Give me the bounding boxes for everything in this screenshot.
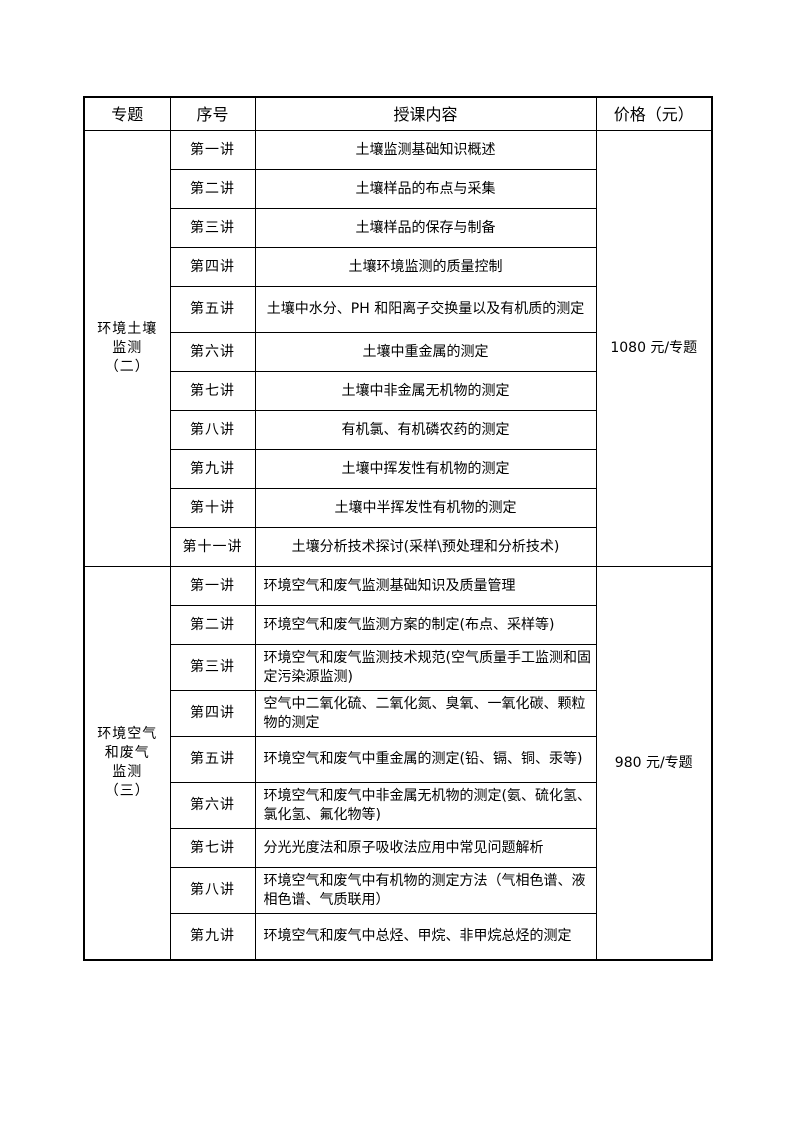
- price-cell: 1080 元/专题: [595, 130, 713, 567]
- lecture-content: 空气中二氧化硫、二氧化氮、臭氧、一氧化碳、颗粒物的测定: [254, 690, 597, 737]
- table-row: 第四讲 土壤环境监测的质量控制: [84, 247, 712, 287]
- table-header-row: 专题 序号 授课内容 价格（元）: [83, 96, 713, 131]
- lecture-number: 第四讲: [169, 690, 256, 737]
- lecture-number: 第八讲: [169, 410, 256, 450]
- lecture-content: 土壤监测基础知识概述: [254, 130, 597, 170]
- lecture-number: 第二讲: [169, 605, 256, 645]
- table-row: 第五讲 环境空气和废气中重金属的测定(铅、镉、铜、汞等): [84, 736, 712, 783]
- lecture-number: 第一讲: [169, 130, 256, 170]
- lecture-content: 环境空气和废气中有机物的测定方法（气相色谱、液相色谱、气质联用）: [254, 867, 597, 914]
- lecture-number: 第二讲: [169, 169, 256, 209]
- lecture-content: 环境空气和废气中非金属无机物的测定(氨、硫化氢、氯化氢、氟化物等): [254, 782, 597, 829]
- table-row: 第九讲 环境空气和废气中总烃、甲烷、非甲烷总烃的测定: [84, 913, 712, 961]
- course-table: 专题 序号 授课内容 价格（元） 环境土壤 监测 （二） 第一讲 土壤监测基础知…: [83, 96, 713, 961]
- table-row: 第五讲 土壤中水分、PH 和阳离子交换量以及有机质的测定: [84, 286, 712, 333]
- lecture-number: 第一讲: [169, 566, 256, 606]
- lecture-content: 土壤中水分、PH 和阳离子交换量以及有机质的测定: [254, 286, 597, 333]
- table-row: 环境土壤 监测 （二） 第一讲 土壤监测基础知识概述 1080 元/专题: [83, 130, 713, 567]
- price-cell: 980 元/专题: [595, 566, 713, 961]
- lecture-number: 第九讲: [169, 913, 256, 961]
- table-row: 第十一讲 土壤分析技术探讨(采样\预处理和分析技术): [84, 527, 712, 567]
- topic-cell: 环境土壤 监测 （二）: [83, 130, 171, 567]
- lecture-number: 第三讲: [169, 644, 256, 691]
- table-row: 第八讲 有机氯、有机磷农药的测定: [84, 410, 712, 450]
- lecture-number: 第七讲: [169, 371, 256, 411]
- header-price: 价格（元）: [595, 96, 713, 131]
- lecture-number: 第十一讲: [169, 527, 256, 567]
- table-row: 第七讲 分光光度法和原子吸收法应用中常见问题解析: [84, 828, 712, 868]
- table-row: 环境空气 和废气 监测 （三） 第一讲 环境空气和废气监测基础知识及质量管理 9…: [83, 566, 713, 961]
- lecture-number: 第九讲: [169, 449, 256, 489]
- header-content: 授课内容: [254, 96, 597, 131]
- lecture-content: 土壤中挥发性有机物的测定: [254, 449, 597, 489]
- lecture-number: 第六讲: [169, 332, 256, 372]
- lecture-number: 第四讲: [169, 247, 256, 287]
- lecture-content: 土壤分析技术探讨(采样\预处理和分析技术): [254, 527, 597, 567]
- table-row: 第二讲 环境空气和废气监测方案的制定(布点、采样等): [84, 605, 712, 645]
- lecture-number: 第三讲: [169, 208, 256, 248]
- lecture-number: 第七讲: [169, 828, 256, 868]
- table-row: 第六讲 土壤中重金属的测定: [84, 332, 712, 372]
- lecture-number: 第八讲: [169, 867, 256, 914]
- lecture-content: 土壤环境监测的质量控制: [254, 247, 597, 287]
- lecture-number: 第五讲: [169, 736, 256, 783]
- lecture-content: 土壤样品的保存与制备: [254, 208, 597, 248]
- header-topic: 专题: [83, 96, 171, 131]
- lecture-content: 环境空气和废气监测基础知识及质量管理: [254, 566, 597, 606]
- table-row: 第八讲 环境空气和废气中有机物的测定方法（气相色谱、液相色谱、气质联用）: [84, 867, 712, 914]
- lecture-content: 环境空气和废气中重金属的测定(铅、镉、铜、汞等): [254, 736, 597, 783]
- lecture-content: 环境空气和废气监测技术规范(空气质量手工监测和固定污染源监测): [254, 644, 597, 691]
- lecture-content: 有机氯、有机磷农药的测定: [254, 410, 597, 450]
- topic-text: 环境空气 和废气 监测 （三）: [97, 726, 158, 799]
- table-row: 第三讲 土壤样品的保存与制备: [84, 208, 712, 248]
- table-row: 第六讲 环境空气和废气中非金属无机物的测定(氨、硫化氢、氯化氢、氟化物等): [84, 782, 712, 829]
- lecture-number: 第十讲: [169, 488, 256, 528]
- table-row: 第三讲 环境空气和废气监测技术规范(空气质量手工监测和固定污染源监测): [84, 644, 712, 691]
- lecture-number: 第五讲: [169, 286, 256, 333]
- lecture-content: 环境空气和废气中总烃、甲烷、非甲烷总烃的测定: [254, 913, 597, 961]
- table-row: 第九讲 土壤中挥发性有机物的测定: [84, 449, 712, 489]
- lecture-content: 土壤中重金属的测定: [254, 332, 597, 372]
- lecture-content: 土壤中半挥发性有机物的测定: [254, 488, 597, 528]
- topic-cell: 环境空气 和废气 监测 （三）: [83, 566, 171, 961]
- document-page: 专题 序号 授课内容 价格（元） 环境土壤 监测 （二） 第一讲 土壤监测基础知…: [83, 96, 713, 961]
- table-row: 第七讲 土壤中非金属无机物的测定: [84, 371, 712, 411]
- lecture-content: 分光光度法和原子吸收法应用中常见问题解析: [254, 828, 597, 868]
- topic-text: 环境土壤 监测 （二）: [97, 321, 158, 375]
- table-row: 第二讲 土壤样品的布点与采集: [84, 169, 712, 209]
- lecture-content: 土壤样品的布点与采集: [254, 169, 597, 209]
- lecture-number: 第六讲: [169, 782, 256, 829]
- lecture-content: 土壤中非金属无机物的测定: [254, 371, 597, 411]
- header-number: 序号: [169, 96, 256, 131]
- lecture-content: 环境空气和废气监测方案的制定(布点、采样等): [254, 605, 597, 645]
